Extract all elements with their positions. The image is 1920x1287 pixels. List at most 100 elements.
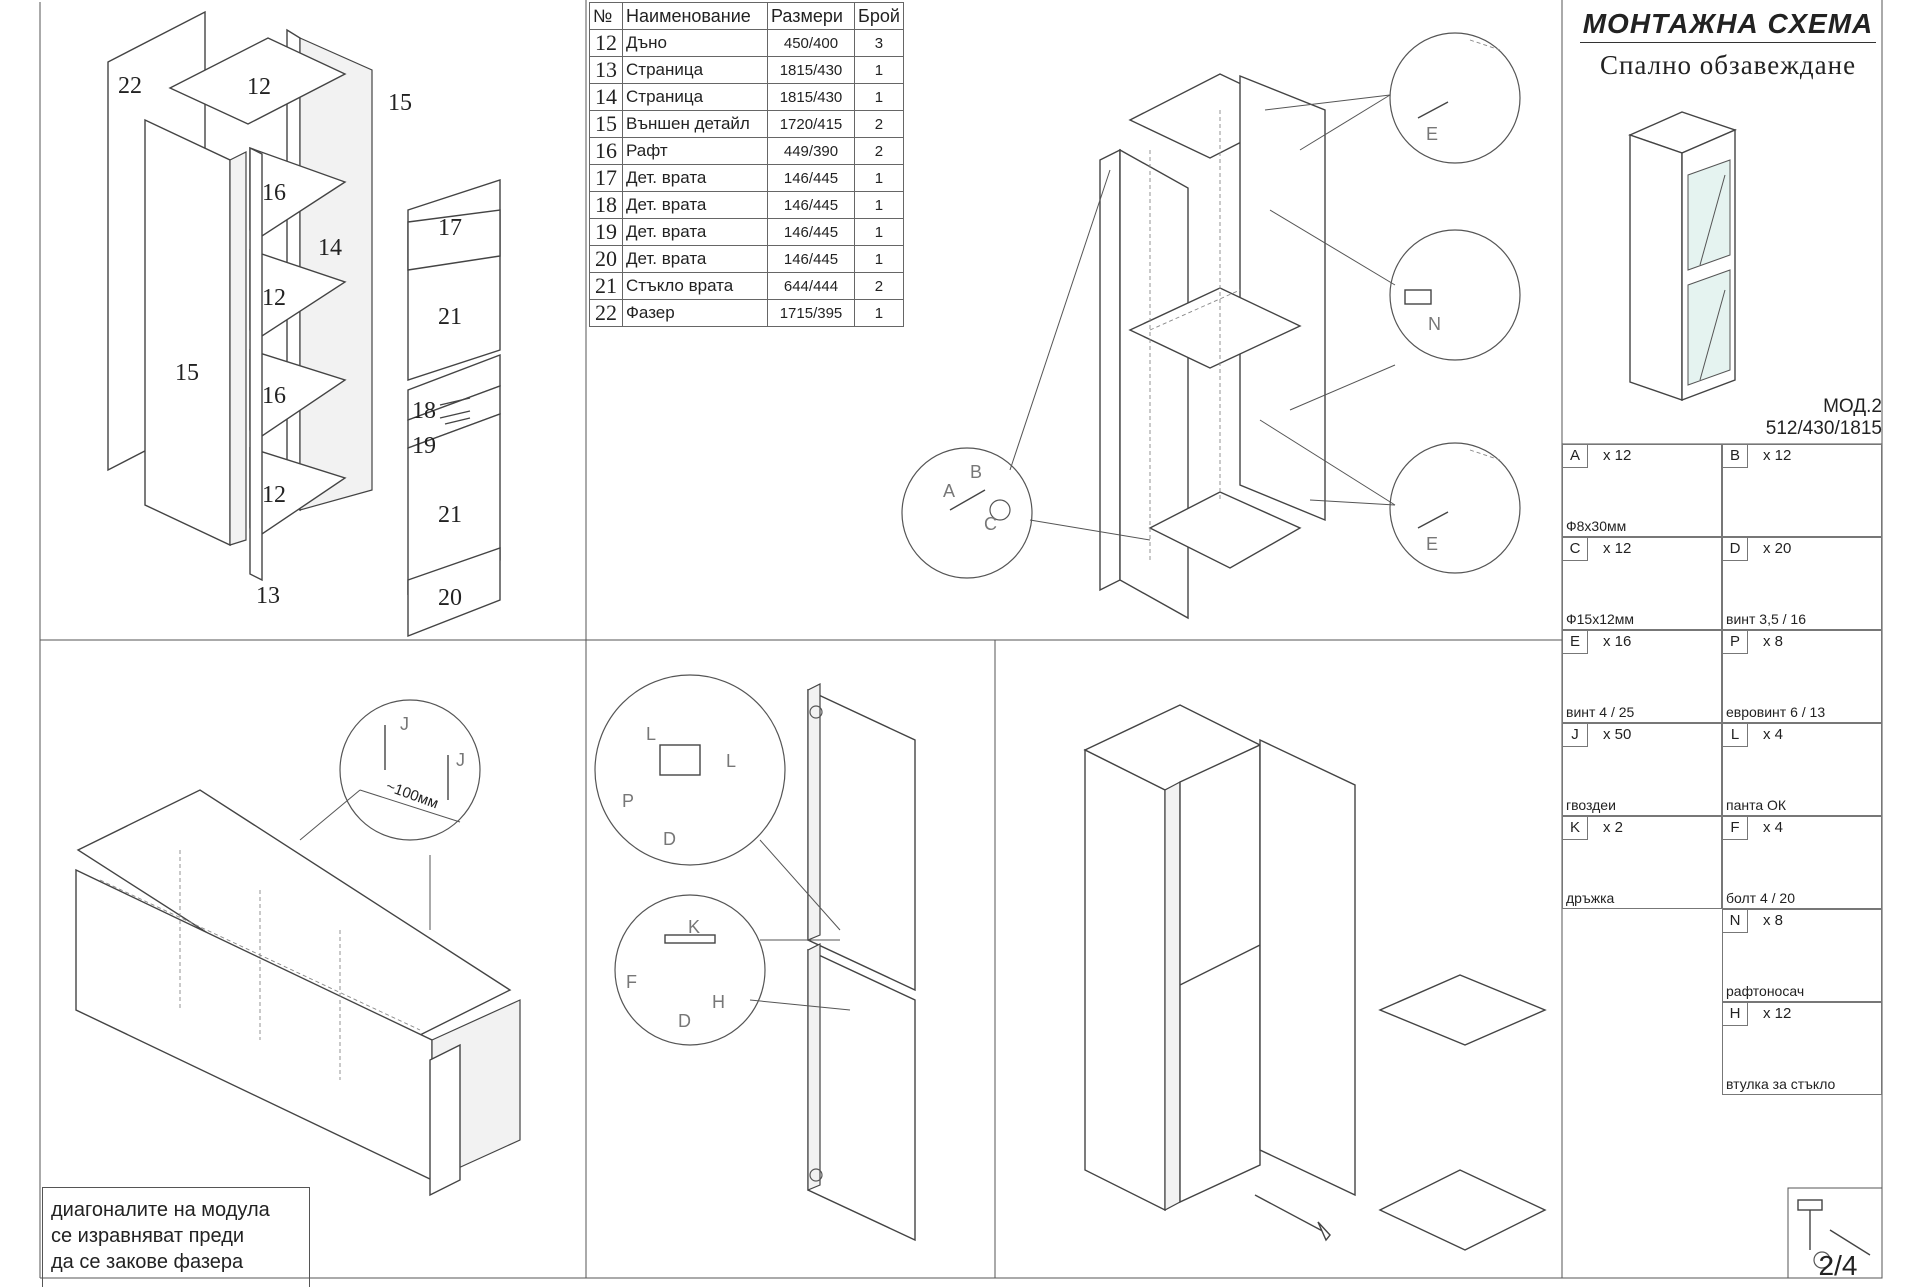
header-size: Размери bbox=[767, 2, 855, 30]
hardware-spec: болт 4 / 20 bbox=[1726, 890, 1795, 906]
carcass-assembly bbox=[901, 32, 1521, 620]
hardware-qty: x 50 bbox=[1603, 726, 1632, 743]
hardware-spec: Ф15x12мм bbox=[1566, 611, 1635, 627]
hardware-spec: втулка за стъкло bbox=[1726, 1076, 1836, 1092]
hardware-qty: x 12 bbox=[1603, 540, 1632, 557]
part-label: 16 bbox=[262, 180, 286, 206]
detail-letter: A bbox=[943, 481, 955, 501]
hardware-cell-f: F x 4 болт 4 / 20 bbox=[1722, 816, 1882, 909]
hardware-cell-e: E x 16 винт 4 / 25 bbox=[1562, 630, 1722, 723]
sheet-title: МОНТАЖНА СХЕМА bbox=[1582, 8, 1874, 39]
sheet-subtitle: Спално обзавеждане bbox=[1599, 50, 1857, 80]
detail-letter: J bbox=[400, 714, 409, 734]
door-labels: 17 21 18 19 21 20 bbox=[412, 215, 462, 611]
detail-letter: N bbox=[1428, 314, 1441, 334]
hardware-spec: винт 3,5 / 16 bbox=[1726, 611, 1806, 627]
detail-letter: H bbox=[712, 992, 725, 1012]
hardware-qty: x 12 bbox=[1603, 447, 1632, 464]
page-number: 2/4 bbox=[1818, 1250, 1858, 1281]
hardware-qty: x 12 bbox=[1763, 1005, 1792, 1022]
door-label: 18 bbox=[412, 398, 436, 424]
hardware-qty: x 4 bbox=[1763, 819, 1784, 836]
part-label: 22 bbox=[118, 73, 142, 99]
hardware-qty: x 8 bbox=[1763, 912, 1784, 929]
header-no: № bbox=[589, 2, 623, 30]
door-label: 19 bbox=[412, 433, 436, 459]
door-label: 21 bbox=[438, 502, 462, 528]
hardware-cell-b: B x 12 bbox=[1722, 444, 1882, 537]
model-name: МОД.2 bbox=[1823, 396, 1882, 417]
hardware-spec: дръжка bbox=[1566, 890, 1615, 906]
part-label: 12 bbox=[262, 482, 286, 508]
hardware-spec: евровинт 6 / 13 bbox=[1726, 704, 1826, 720]
header-name: Наименование bbox=[622, 2, 768, 30]
detail-letter: D bbox=[663, 829, 676, 849]
note-line: да се закове фазера bbox=[51, 1251, 244, 1273]
hardware-letter: A bbox=[1563, 445, 1588, 468]
hardware-qty: x 8 bbox=[1763, 633, 1784, 650]
hardware-cell-d: D x 20 винт 3,5 / 16 bbox=[1722, 537, 1882, 630]
hardware-spec: винт 4 / 25 bbox=[1566, 704, 1635, 720]
hardware-qty: x 4 bbox=[1763, 726, 1784, 743]
screwdriver-icon bbox=[1813, 1229, 1871, 1269]
hardware-letter: H bbox=[1723, 1003, 1748, 1026]
model-dims: 512/430/1815 bbox=[1765, 418, 1882, 439]
detail-letter: J bbox=[456, 750, 465, 770]
detail-letter: B bbox=[970, 462, 982, 482]
hardware-letter: P bbox=[1723, 631, 1748, 654]
hardware-letter: K bbox=[1563, 817, 1588, 840]
note-line: диагоналите на модула bbox=[51, 1199, 270, 1221]
detail-letter: K bbox=[688, 917, 700, 937]
detail-letter: L bbox=[726, 751, 736, 771]
hardware-letter: L bbox=[1723, 724, 1748, 747]
hardware-spec: рафтоносач bbox=[1726, 983, 1805, 999]
hardware-cell-j: J x 50 гвоздеи bbox=[1562, 723, 1722, 816]
detail-letter: D bbox=[678, 1011, 691, 1031]
hardware-qty: x 12 bbox=[1763, 447, 1792, 464]
parts-table-header: № Наименование Размери Брой bbox=[589, 2, 904, 30]
part-label: 15 bbox=[388, 90, 412, 116]
hardware-letter: D bbox=[1723, 538, 1748, 561]
hardware-spec: Ф8x30мм bbox=[1566, 518, 1627, 534]
hardware-cell-h: H x 12 втулка за стъкло bbox=[1722, 1002, 1882, 1095]
part-label: 12 bbox=[247, 74, 271, 100]
part-label: 16 bbox=[262, 383, 286, 409]
model-code: МОД.2 512/430/1815 bbox=[1762, 396, 1882, 440]
part-label: 12 bbox=[262, 285, 286, 311]
detail-letter: F bbox=[626, 972, 637, 992]
detail-letters: E N E A B C J J ~100мм L P L D K F D H bbox=[384, 124, 1441, 1031]
detail-letter: P bbox=[622, 791, 634, 811]
hardware-letter: N bbox=[1723, 910, 1748, 933]
hardware-letter: C bbox=[1563, 538, 1588, 561]
hardware-qty: x 20 bbox=[1763, 540, 1792, 557]
part-label: 15 bbox=[175, 360, 199, 386]
hardware-spec: гвоздеи bbox=[1566, 797, 1616, 813]
diagonal-note: диагоналите на модула се изравняват пред… bbox=[42, 1187, 310, 1287]
hardware-spec: панта ОК bbox=[1726, 797, 1787, 813]
part-label: 13 bbox=[256, 583, 280, 609]
detail-letter: E bbox=[1426, 534, 1438, 554]
hardware-letter: F bbox=[1723, 817, 1748, 840]
hardware-cell-c: C x 12 Ф15x12мм bbox=[1562, 537, 1722, 630]
exploded-view-labels: 22 12 15 16 14 12 16 12 15 13 bbox=[118, 73, 412, 609]
detail-letter: E bbox=[1426, 124, 1438, 144]
door-label: 21 bbox=[438, 304, 462, 330]
hardware-letter: E bbox=[1563, 631, 1588, 654]
hardware-letter: B bbox=[1723, 445, 1748, 468]
tools-box bbox=[1787, 1187, 1883, 1279]
title-rule bbox=[1580, 42, 1876, 43]
cabinet-thumbnail bbox=[1628, 111, 1737, 402]
hardware-qty: x 2 bbox=[1603, 819, 1624, 836]
hammer-icon bbox=[1797, 1199, 1823, 1250]
